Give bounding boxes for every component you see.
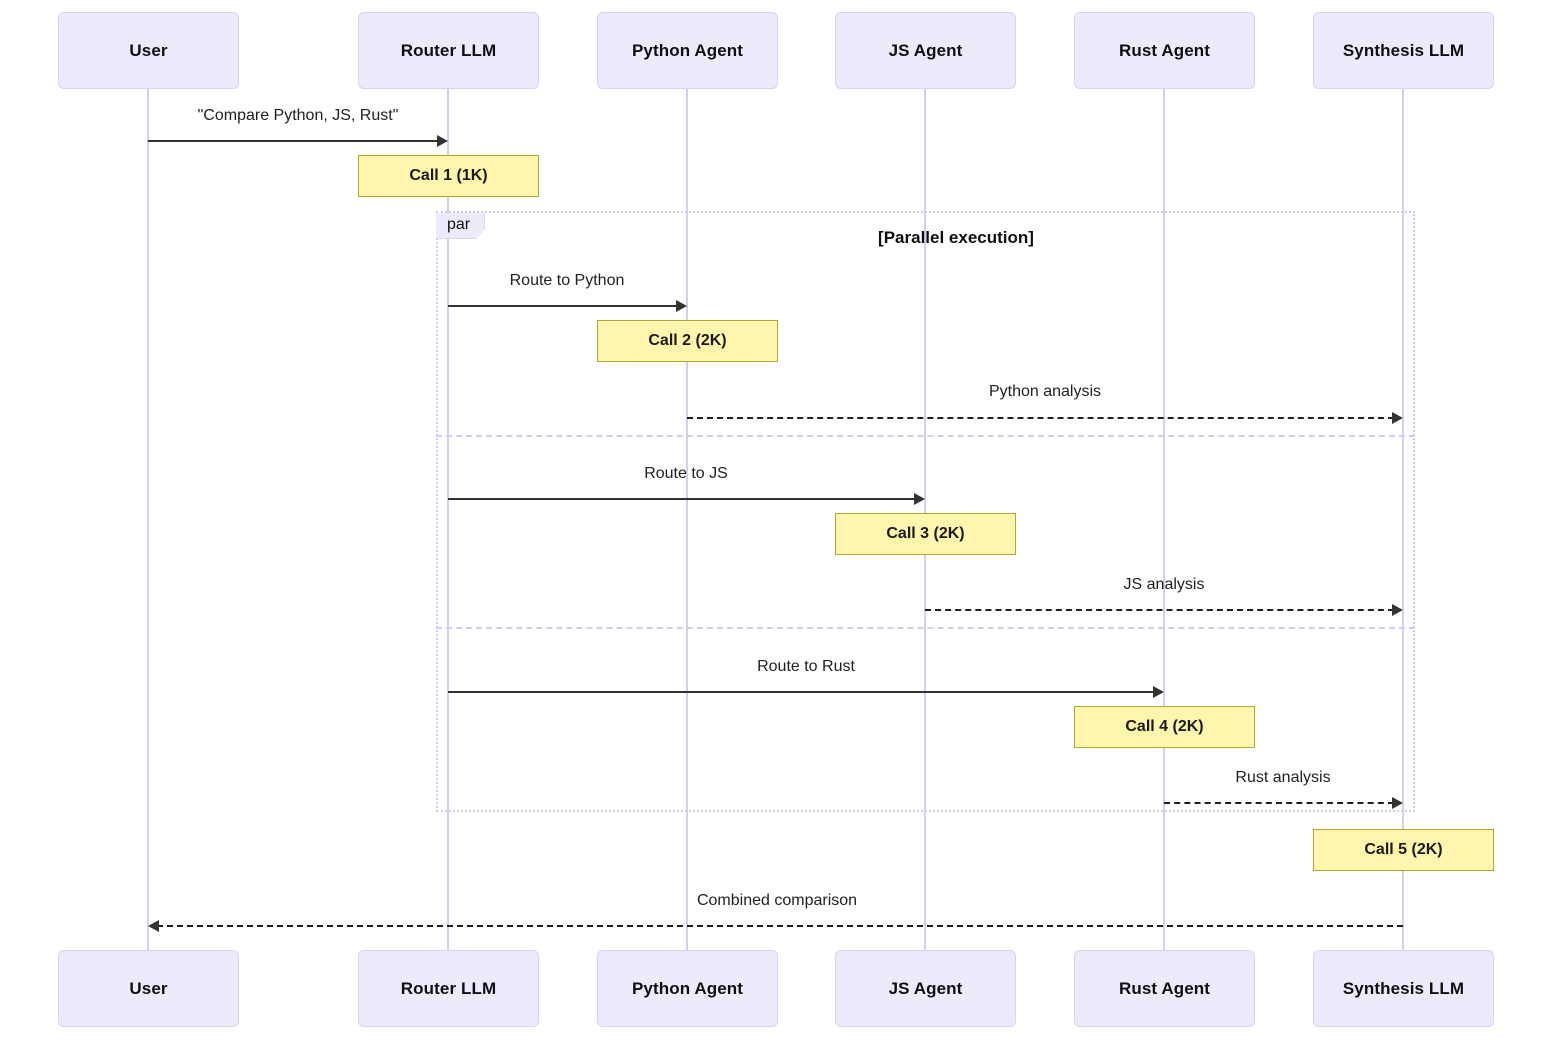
par-fragment-divider-2 bbox=[436, 627, 1415, 629]
message-line-m7 bbox=[1164, 802, 1394, 804]
message-label-m5: JS analysis bbox=[1123, 576, 1205, 593]
message-arrowhead-m4 bbox=[914, 493, 925, 505]
participant-bottom-synthesis[interactable]: Synthesis LLM bbox=[1313, 950, 1494, 1027]
participant-top-user[interactable]: User bbox=[58, 12, 239, 89]
message-arrowhead-m5 bbox=[1392, 604, 1403, 616]
par-fragment-tab: par bbox=[436, 213, 486, 239]
note-n1: Call 1 (1K) bbox=[358, 155, 539, 197]
participant-bottom-rust[interactable]: Rust Agent bbox=[1074, 950, 1255, 1027]
note-n3: Call 3 (2K) bbox=[835, 513, 1016, 555]
par-fragment-title: [Parallel execution] bbox=[878, 228, 1034, 247]
message-line-m6 bbox=[448, 691, 1155, 693]
message-line-m3 bbox=[687, 417, 1394, 419]
participant-top-js[interactable]: JS Agent bbox=[835, 12, 1016, 89]
participant-bottom-user[interactable]: User bbox=[58, 950, 239, 1027]
message-arrowhead-m8 bbox=[148, 920, 159, 932]
message-line-m8 bbox=[157, 925, 1403, 927]
participant-top-router[interactable]: Router LLM bbox=[358, 12, 539, 89]
message-line-m2 bbox=[448, 305, 678, 307]
message-label-m8: Combined comparison bbox=[696, 892, 858, 909]
message-label-m2: Route to Python bbox=[509, 272, 625, 289]
lifeline-user bbox=[147, 89, 149, 950]
message-arrowhead-m1 bbox=[437, 135, 448, 147]
message-line-m5 bbox=[925, 609, 1394, 611]
lifeline-rust bbox=[1163, 89, 1165, 950]
lifeline-synthesis bbox=[1402, 89, 1404, 950]
participant-bottom-js[interactable]: JS Agent bbox=[835, 950, 1016, 1027]
message-arrowhead-m7 bbox=[1392, 797, 1403, 809]
note-n2: Call 2 (2K) bbox=[597, 320, 778, 362]
participant-top-synthesis[interactable]: Synthesis LLM bbox=[1313, 12, 1494, 89]
participant-top-rust[interactable]: Rust Agent bbox=[1074, 12, 1255, 89]
message-line-m1 bbox=[148, 140, 439, 142]
message-label-m1: "Compare Python, JS, Rust" bbox=[197, 107, 399, 124]
message-arrowhead-m2 bbox=[676, 300, 687, 312]
participant-bottom-python[interactable]: Python Agent bbox=[597, 950, 778, 1027]
message-label-m6: Route to Rust bbox=[757, 658, 855, 675]
lifeline-router bbox=[447, 89, 449, 950]
note-n4: Call 4 (2K) bbox=[1074, 706, 1255, 748]
message-label-m4: Route to JS bbox=[644, 465, 728, 482]
message-arrowhead-m6 bbox=[1153, 686, 1164, 698]
par-fragment-divider-1 bbox=[436, 435, 1415, 437]
lifeline-python bbox=[686, 89, 688, 950]
message-arrowhead-m3 bbox=[1392, 412, 1403, 424]
participant-top-python[interactable]: Python Agent bbox=[597, 12, 778, 89]
note-n5: Call 5 (2K) bbox=[1313, 829, 1494, 871]
message-line-m4 bbox=[448, 498, 916, 500]
message-label-m3: Python analysis bbox=[988, 383, 1102, 400]
message-label-m7: Rust analysis bbox=[1235, 769, 1331, 786]
participant-bottom-router[interactable]: Router LLM bbox=[358, 950, 539, 1027]
